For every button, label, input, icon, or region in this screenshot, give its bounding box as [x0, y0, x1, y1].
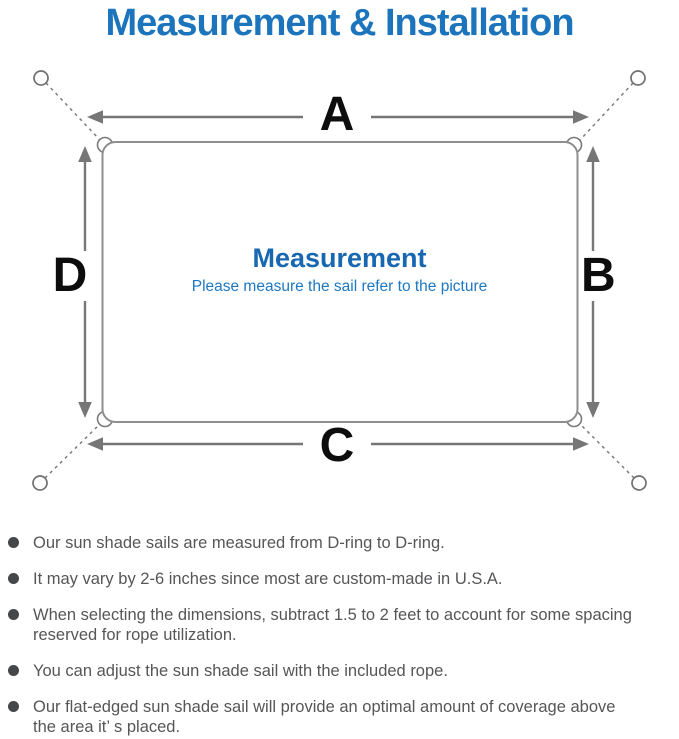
list-item: When selecting the dimensions, subtract …	[8, 605, 675, 645]
sail-outline	[101, 141, 579, 423]
rope-line-bottom-left	[44, 423, 101, 479]
anchor-circle-icon	[33, 70, 49, 86]
page-title: Measurement & Installation	[105, 2, 574, 44]
rope-dashed-lines	[44, 82, 635, 479]
anchor-points	[32, 70, 647, 491]
dimension-label-c: C	[303, 422, 371, 470]
list-item: You can adjust the sun shade sail with t…	[8, 661, 675, 681]
rope-line-top-left	[45, 82, 101, 141]
note-line: Our sun shade sails are measured from D-…	[33, 534, 445, 552]
bullet-icon	[8, 609, 19, 620]
anchor-circle-icon	[630, 70, 646, 86]
rope-line-bottom-right	[579, 423, 635, 479]
sail-center-subtitle: Please measure the sail refer to the pic…	[191, 278, 488, 295]
note-text: When selecting the dimensions, subtract …	[33, 605, 632, 645]
arrowhead-up-icon	[586, 146, 600, 162]
note-line: It may vary by 2-6 inches since most are…	[33, 570, 503, 588]
notes-list: Our sun shade sails are measured from D-…	[0, 533, 679, 739]
arrowhead-right-icon	[573, 110, 589, 124]
arrowhead-left-icon	[87, 437, 103, 451]
dimension-label-b: B	[581, 249, 616, 302]
arrowhead-down-icon	[586, 402, 600, 418]
note-text: Our flat-edged sun shade sail will provi…	[33, 697, 615, 737]
sail-center-title: Measurement	[252, 243, 427, 273]
note-text: Our sun shade sails are measured from D-…	[33, 533, 445, 553]
note-text: You can adjust the sun shade sail with t…	[33, 661, 448, 681]
note-line: When selecting the dimensions, subtract …	[33, 606, 632, 624]
list-item: Our sun shade sails are measured from D-…	[8, 533, 675, 553]
rope-line-top-right	[579, 82, 634, 141]
dimension-label-d: D	[50, 251, 90, 301]
bullet-icon	[8, 665, 19, 676]
list-item: Our flat-edged sun shade sail will provi…	[8, 697, 675, 737]
arrowhead-right-icon	[573, 437, 589, 451]
anchor-circle-icon	[32, 475, 48, 491]
list-item: It may vary by 2-6 inches since most are…	[8, 569, 675, 589]
anchor-circle-icon	[631, 475, 647, 491]
bullet-icon	[8, 573, 19, 584]
arrowhead-left-icon	[87, 110, 103, 124]
note-text: It may vary by 2-6 inches since most are…	[33, 569, 503, 589]
note-line: reserved for rope utilization.	[33, 626, 237, 644]
dimension-label-a: A	[303, 91, 371, 139]
arrowhead-down-icon	[78, 402, 92, 418]
note-line: You can adjust the sun shade sail with t…	[33, 662, 448, 680]
note-line: the area it’ s placed.	[33, 718, 181, 736]
arrowhead-up-icon	[78, 146, 92, 162]
bullet-icon	[8, 701, 19, 712]
bullet-icon	[8, 537, 19, 548]
note-line: Our flat-edged sun shade sail will provi…	[33, 698, 616, 716]
